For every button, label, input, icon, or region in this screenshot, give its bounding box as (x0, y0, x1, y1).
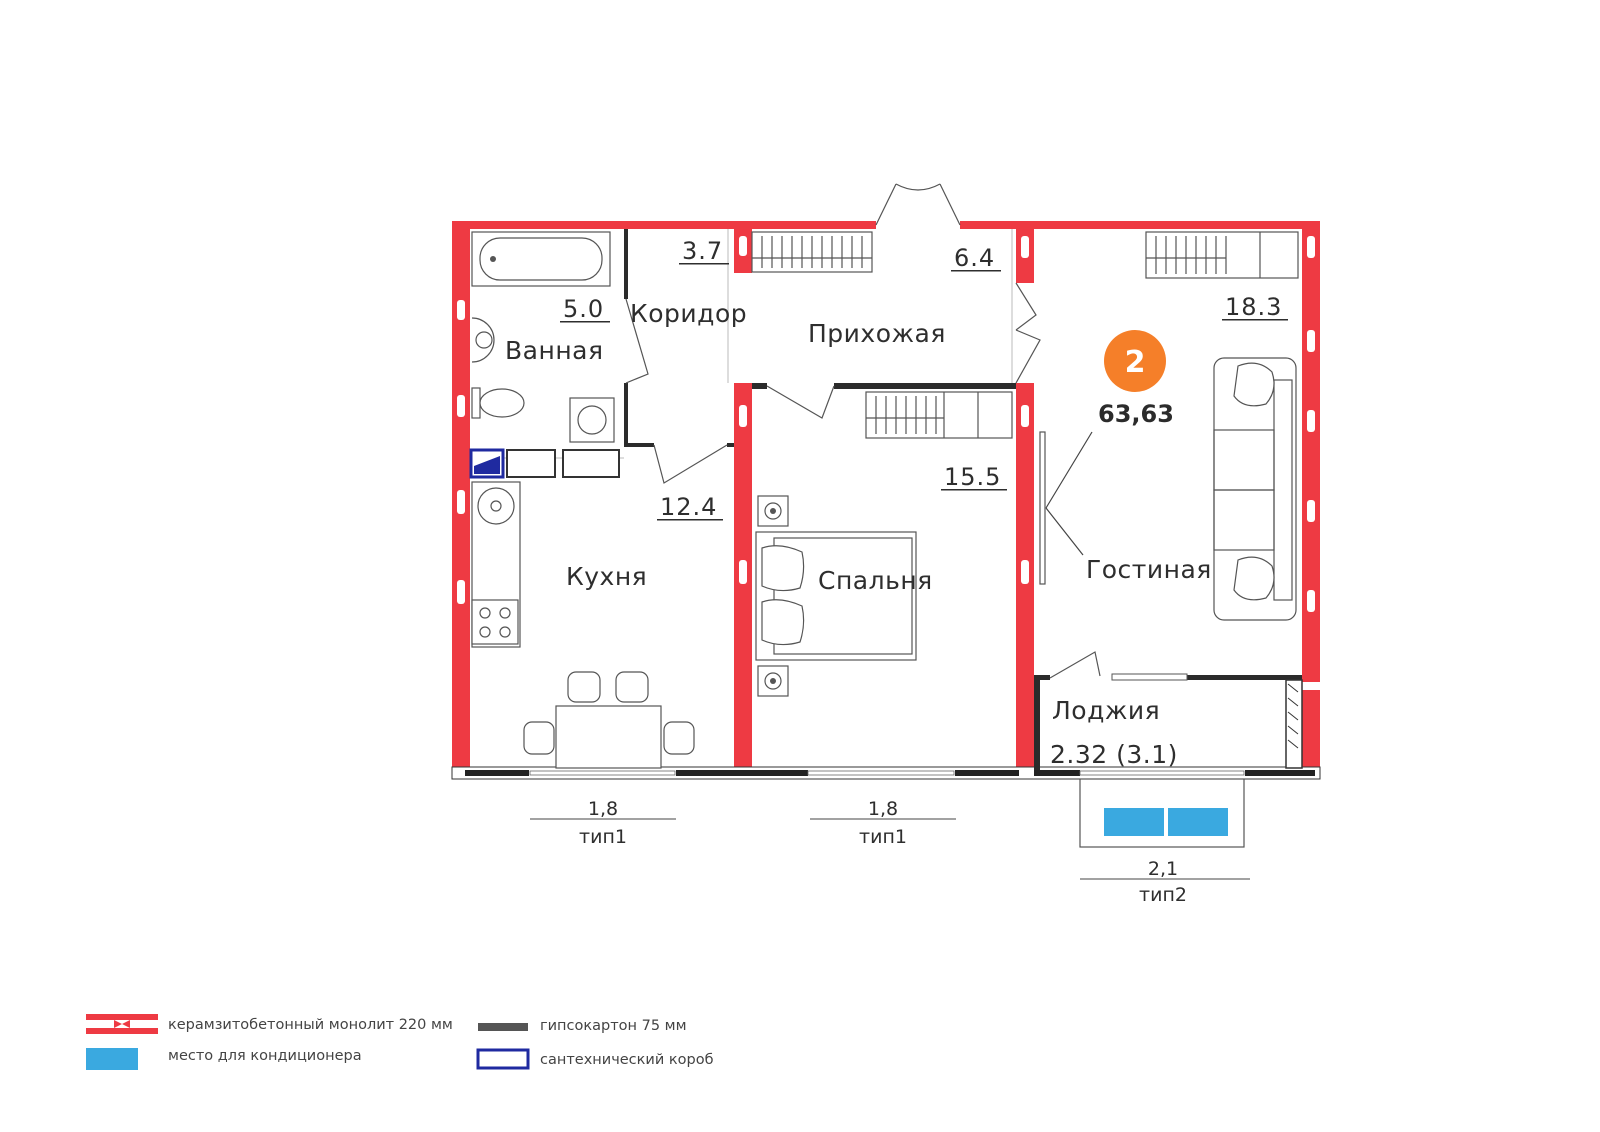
bedroom-wardrobe (865, 391, 1013, 439)
window-2-type: тип1 (859, 826, 907, 848)
hallway-name: Прихожая (808, 319, 946, 348)
drywall-icon (478, 1023, 528, 1031)
window-3-type: тип2 (1139, 884, 1187, 906)
kitchen-sink-icon (477, 487, 515, 525)
bedroom-area: 15.5 (944, 463, 1001, 491)
window-1-type: тип1 (579, 826, 627, 848)
window-dimension-3: 2,1 тип2 (1080, 858, 1250, 906)
nightstand-icon (757, 665, 789, 697)
bed-icon (755, 531, 917, 661)
living-wardrobe (1145, 231, 1299, 279)
legend-drywall-text: гипсокартон 75 мм (540, 1018, 687, 1034)
leader-lines (1045, 431, 1093, 556)
kitchen-area: 12.4 (660, 493, 717, 521)
plumbing-box-icon (469, 448, 505, 479)
window-1-width: 1,8 (588, 798, 618, 820)
legend-plumbing-text: сантехнический короб (540, 1052, 714, 1068)
legend-ac-text: место для кондиционера (168, 1048, 362, 1064)
wall-joints (457, 236, 1315, 612)
living-name: Гостиная (1086, 555, 1212, 584)
dining-table-icon (523, 671, 695, 769)
hallway-area: 6.4 (954, 244, 995, 272)
entrance-door (875, 183, 961, 226)
tv-panel (1039, 431, 1046, 585)
toilet-icon (471, 387, 525, 419)
interior-doors (625, 282, 1101, 679)
ac-place-icon (86, 1048, 138, 1070)
bedroom-name: Спальня (818, 566, 933, 595)
nightstand-icon (757, 495, 789, 527)
total-area: 63,63 (1098, 400, 1174, 428)
room-labels: Ванная Коридор Прихожая Кухня Спальня Го… (505, 299, 1212, 769)
window-dimension-1: 1,8 тип1 (530, 798, 676, 848)
bathroom-area: 5.0 (563, 295, 604, 323)
washing-machine-icon (569, 397, 615, 443)
bathtub-icon (471, 231, 611, 287)
bathroom-name: Ванная (505, 336, 604, 365)
living-area: 18.3 (1225, 293, 1282, 321)
drywall-partitions (624, 229, 1302, 770)
loggia-area: 2.32 (3.1) (1050, 740, 1178, 769)
window-2-width: 1,8 (868, 798, 898, 820)
stove-icon (471, 599, 519, 645)
plumbing-box-icon (476, 1048, 530, 1070)
room-count: 2 (1125, 345, 1146, 380)
kitchen-upper-cabinets (506, 449, 620, 478)
kitchen-name: Кухня (566, 562, 647, 591)
corridor-area: 3.7 (682, 237, 723, 265)
ac-place-icon (1104, 808, 1228, 836)
loggia-frame (1111, 673, 1303, 769)
legend-monolith-text: керамзитобетонный монолит 220 мм (168, 1017, 453, 1033)
facade-wall (451, 766, 1321, 780)
sofa-icon (1213, 357, 1297, 621)
room-count-badge: 2 (1104, 330, 1166, 392)
loggia-name: Лоджия (1052, 696, 1160, 725)
corridor-name: Коридор (630, 299, 747, 328)
washbasin-icon (471, 317, 495, 363)
window-3-width: 2,1 (1148, 858, 1178, 880)
monolith-wall-icon (86, 1014, 158, 1034)
hallway-wardrobe (751, 231, 873, 273)
area-labels: 5.0 3.7 6.4 12.4 15.5 18.3 (560, 237, 1288, 521)
window-dimension-2: 1,8 тип1 (810, 798, 956, 848)
legend: керамзитобетонный монолит 220 мм место д… (86, 1014, 714, 1070)
